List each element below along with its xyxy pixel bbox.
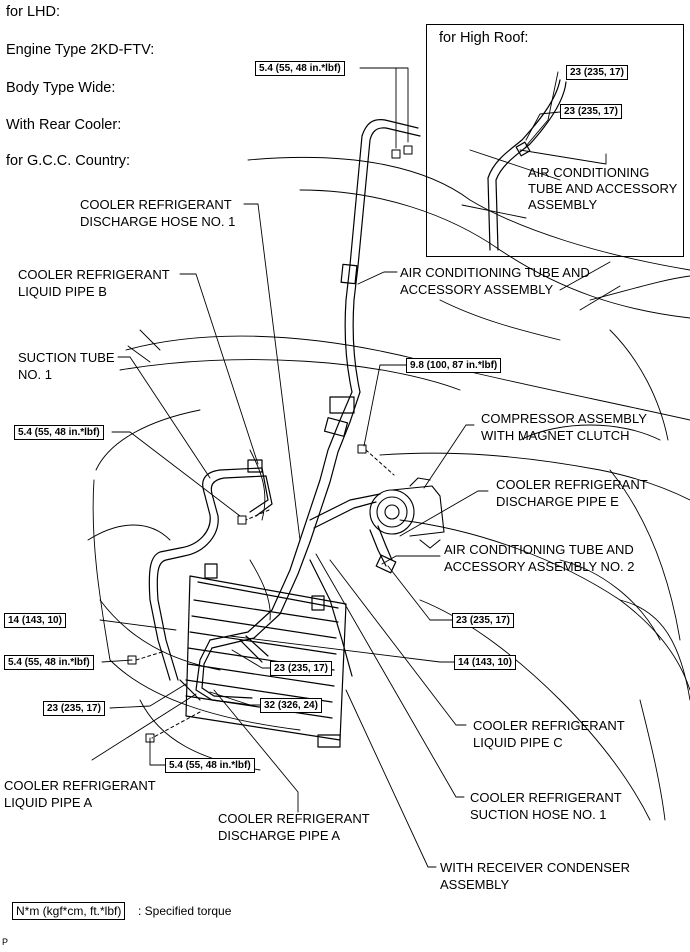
label-suction-tube-line-1: SUCTION TUBE: [18, 350, 115, 365]
label-discharge-pipe-a-line-1: COOLER REFRIGERANT: [218, 811, 370, 826]
label-discharge-hose-1-line-1: COOLER REFRIGERANT: [80, 197, 232, 212]
vehicle-body-outline: [87, 156, 690, 821]
condition-engine-type: Engine Type 2KD-FTV:: [6, 42, 155, 58]
label-ac-tube-2-line-2: ACCESSORY ASSEMBLY NO. 2: [444, 559, 635, 574]
torque-23-left: 23 (235, 17): [43, 701, 105, 716]
label-compressor-line-2: WITH MAGNET CLUTCH: [481, 428, 630, 443]
label-discharge-pipe-e-line-2: DISCHARGE PIPE E: [496, 494, 619, 509]
label-discharge-hose-1-line-2: DISCHARGE HOSE NO. 1: [80, 214, 236, 229]
label-ac-tube-line-1: AIR CONDITIONING TUBE AND: [400, 265, 590, 280]
high-roof-inset: [426, 24, 684, 257]
condition-lhd: for LHD:: [6, 4, 60, 20]
torque-5-4-mid: 5.4 (55, 48 in.*lbf): [4, 655, 94, 670]
label-receiver-condenser-line-1: WITH RECEIVER CONDENSER: [440, 860, 630, 875]
suction-tube-loop: [148, 459, 273, 681]
inset-tube-drawing: [461, 71, 607, 251]
torque-23-right: 23 (235, 17): [452, 613, 514, 628]
label-suction-hose-1-line-1: COOLER REFRIGERANT: [470, 790, 622, 805]
torque-left: 5.4 (55, 48 in.*lbf): [14, 425, 104, 440]
label-discharge-pipe-a-line-2: DISCHARGE PIPE A: [218, 828, 341, 843]
label-liquid-pipe-b-line-2: LIQUID PIPE B: [18, 284, 107, 299]
leader-lines: [91, 67, 489, 868]
ac-tube-assembly: [299, 119, 421, 543]
condition-rear-cooler: With Rear Cooler:: [6, 117, 122, 133]
condition-country: for G.C.C. Country:: [6, 153, 131, 169]
compressor-drawing: [369, 477, 445, 549]
discharge-pipe-e: [309, 493, 397, 574]
inset-title: for High Roof:: [439, 30, 529, 46]
label-liquid-pipe-a-line-1: COOLER REFRIGERANT: [4, 778, 156, 793]
torque-14-left: 14 (143, 10): [4, 613, 66, 628]
footer-code: P: [2, 937, 9, 947]
inset-torque-b: 23 (235, 17): [560, 104, 622, 119]
legend-text: : Specified torque: [138, 904, 232, 918]
label-liquid-pipe-b-line-1: COOLER REFRIGERANT: [18, 267, 170, 282]
label-ac-tube-line-2: ACCESSORY ASSEMBLY: [400, 282, 554, 297]
torque-23-mid: 23 (235, 17): [270, 661, 332, 676]
label-ac-tube-2-line-1: AIR CONDITIONING TUBE AND: [444, 542, 634, 557]
condition-body-type: Body Type Wide:: [6, 80, 116, 96]
label-liquid-pipe-a-line-2: LIQUID PIPE A: [4, 795, 93, 810]
label-liquid-pipe-c-line-1: COOLER REFRIGERANT: [473, 718, 625, 733]
legend-unit-box: N*m (kgf*cm, ft.*lbf): [12, 902, 126, 920]
label-compressor-line-1: COMPRESSOR ASSEMBLY: [481, 411, 647, 426]
label-suction-hose-1-line-2: SUCTION HOSE NO. 1: [470, 807, 607, 822]
condenser-pipes: [179, 539, 353, 706]
torque-32: 32 (326, 24): [260, 698, 322, 713]
inset-label-line-1: AIR CONDITIONING: [528, 165, 650, 180]
label-receiver-condenser-line-2: ASSEMBLY: [440, 877, 510, 892]
inset-label-line-3: ASSEMBLY: [528, 197, 598, 212]
torque-14-right: 14 (143, 10): [454, 655, 516, 670]
label-discharge-pipe-e-line-1: COOLER REFRIGERANT: [496, 477, 648, 492]
inset-label-line-2: TUBE AND ACCESSORY: [528, 181, 678, 196]
torque-top: 5.4 (55, 48 in.*lbf): [255, 61, 345, 76]
label-suction-tube-line-2: NO. 1: [18, 367, 52, 382]
inset-torque-a: 23 (235, 17): [566, 65, 628, 80]
label-liquid-pipe-c-line-2: LIQUID PIPE C: [473, 735, 563, 750]
torque-9-8: 9.8 (100, 87 in.*lbf): [406, 358, 502, 373]
bolts: [127, 145, 413, 743]
torque-5-4-bottom: 5.4 (55, 48 in.*lbf): [165, 758, 255, 773]
